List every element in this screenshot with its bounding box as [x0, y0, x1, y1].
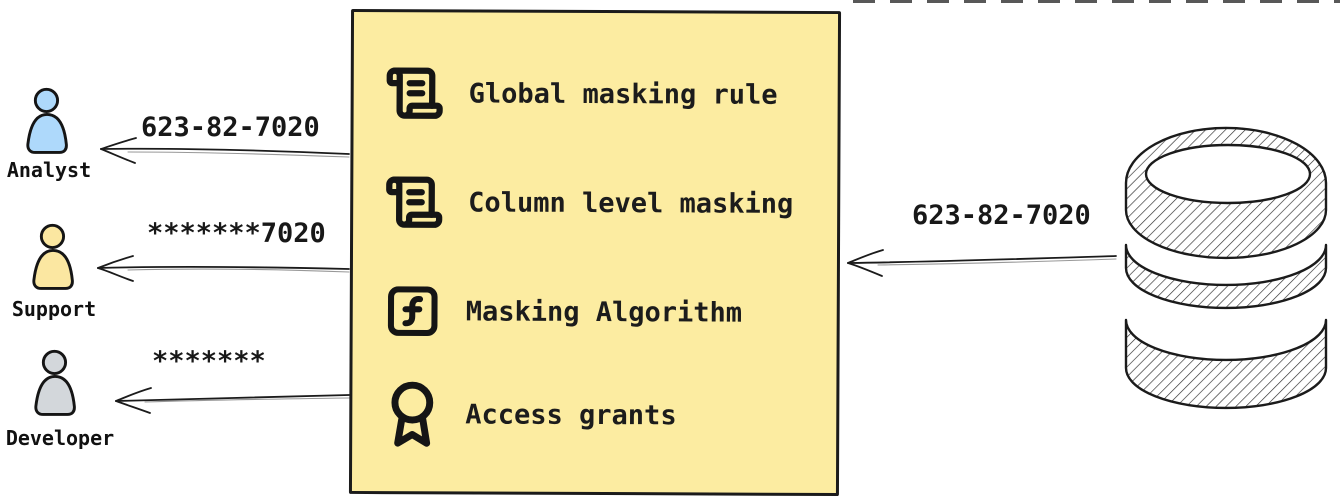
box-item-global-masking-rule: Global masking rule [385, 58, 778, 130]
analyst-person-icon [26, 87, 68, 154]
analyst-received-value: 623-82-7020 [141, 112, 320, 143]
masking-rules-box: Global masking rule Column level masking… [348, 8, 842, 497]
support-label: Support [11, 297, 97, 321]
box-item-label: Masking Algorithm [465, 295, 743, 329]
developer-label: Developer [5, 426, 115, 450]
arrow-to-developer [115, 387, 350, 414]
scroll-text-icon [384, 172, 444, 232]
developer-person-icon [34, 349, 76, 416]
box-item-access-grants: Access grants [383, 369, 677, 460]
scroll-text-icon [385, 63, 445, 123]
function-square-icon [384, 282, 442, 340]
database-outgoing-value: 623-82-7020 [912, 200, 1091, 231]
support-person-icon [32, 223, 74, 290]
box-item-column-level-masking: Column level masking [384, 167, 793, 239]
developer-received-value: ******* [152, 346, 266, 377]
arrow-database-to-box [847, 249, 1117, 277]
box-item-label: Column level masking [468, 186, 794, 220]
box-item-masking-algorithm: Masking Algorithm [384, 276, 743, 348]
box-item-label: Access grants [465, 398, 677, 431]
arrow-to-support [97, 255, 350, 282]
support-received-value: *******7020 [147, 218, 326, 249]
database-icon [1124, 126, 1328, 410]
award-icon [383, 373, 441, 455]
box-item-label: Global masking rule [468, 77, 778, 111]
analyst-label: Analyst [6, 158, 92, 182]
cropped-dashed-line [853, 0, 1340, 3]
